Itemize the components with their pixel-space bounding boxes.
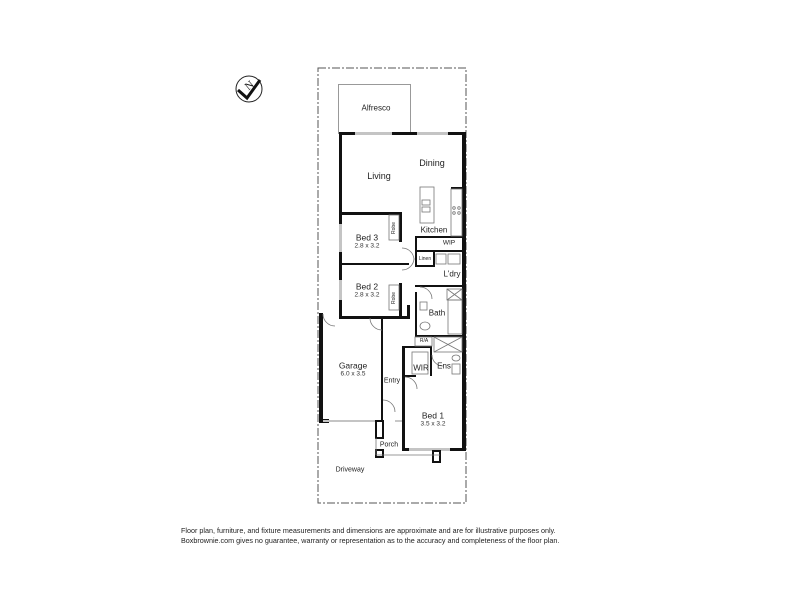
- bed3-dimensions: 2.8 x 3.2: [354, 242, 380, 250]
- svg-text:N: N: [243, 79, 257, 93]
- disclaimer-line-1: Floor plan, furniture, and fixture measu…: [181, 526, 556, 535]
- fixtures: [322, 186, 463, 463]
- bed2-name: Bed 2: [355, 281, 379, 292]
- disclaimer-line-2: Boxbrownie.com gives no guarantee, warra…: [181, 536, 560, 545]
- disclaimer: Floor plan, furniture, and fixture measu…: [181, 526, 559, 546]
- room-label-garage: Garage 6.0 x 3.5: [339, 361, 367, 378]
- room-label-living: Living: [367, 171, 391, 181]
- robe-label-bed3: Robe: [391, 222, 397, 234]
- room-label-wir: WIR: [413, 363, 429, 373]
- room-label-dining: Dining: [419, 158, 445, 168]
- room-label-laundry: L'dry: [443, 269, 461, 279]
- bed1-dimensions: 3.5 x 3.2: [420, 420, 446, 428]
- room-label-entry: Entry: [383, 377, 401, 385]
- room-label-wip: WIP: [442, 239, 456, 247]
- windows: [323, 132, 450, 451]
- bed3-name: Bed 3: [355, 232, 379, 243]
- robe-label-bed2: Robe: [391, 292, 397, 304]
- exterior-walls: [319, 132, 466, 451]
- room-label-bath: Bath: [428, 308, 446, 318]
- room-label-ra: R/A: [419, 338, 429, 344]
- room-label-bed1: Bed 1 3.5 x 3.2: [421, 411, 446, 428]
- room-label-driveway: Driveway: [335, 466, 365, 474]
- bed1-name: Bed 1: [421, 410, 445, 421]
- room-label-bed3: Bed 3 2.8 x 3.2: [355, 233, 380, 250]
- room-label-alfresco: Alfresco: [361, 103, 391, 113]
- north-arrow-icon: N: [235, 75, 263, 103]
- garage-name: Garage: [338, 360, 368, 371]
- bed2-dimensions: 2.8 x 3.2: [354, 291, 380, 299]
- room-label-porch: Porch: [379, 441, 399, 449]
- garage-dimensions: 6.0 x 3.5: [340, 370, 366, 378]
- room-label-kitchen: Kitchen: [420, 225, 448, 235]
- room-label-linen: Linen: [418, 256, 432, 262]
- room-label-ens: Ens: [437, 361, 451, 371]
- room-label-bed2: Bed 2 2.8 x 3.2: [355, 282, 380, 299]
